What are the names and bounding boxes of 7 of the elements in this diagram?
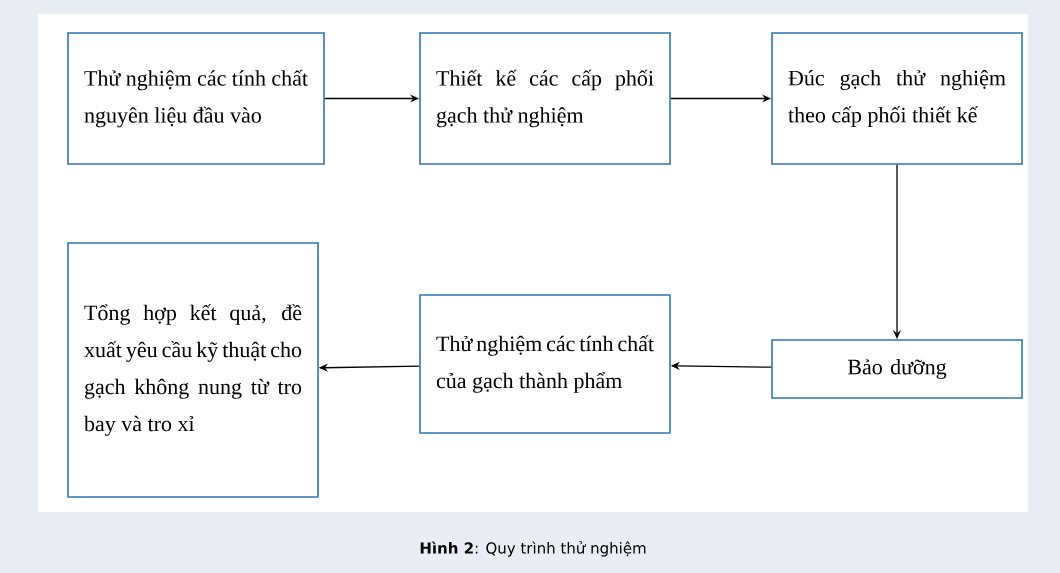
caption: Hình 2: Quy trình thử nghiệm [420,541,646,557]
process-box: Thử nghiệm các tính chất nguyên liệu đầu vào [67,32,325,165]
process-box: Bảo dưỡng [771,339,1023,399]
process-box: Tổng hợp kết quả, đề xuất yêu cầu kỹ thuật cho gạch không nung từ tro bay và tro xỉ [67,242,319,498]
process-box: Thử nghiệm các tính chất của gạch thành phẩm [419,294,671,434]
process-box: Đúc gạch thử nghiệm theo cấp phối thiết kế [771,32,1023,165]
process-box: Thiết kế các cấp phối gạch thử nghiệm [419,32,671,165]
